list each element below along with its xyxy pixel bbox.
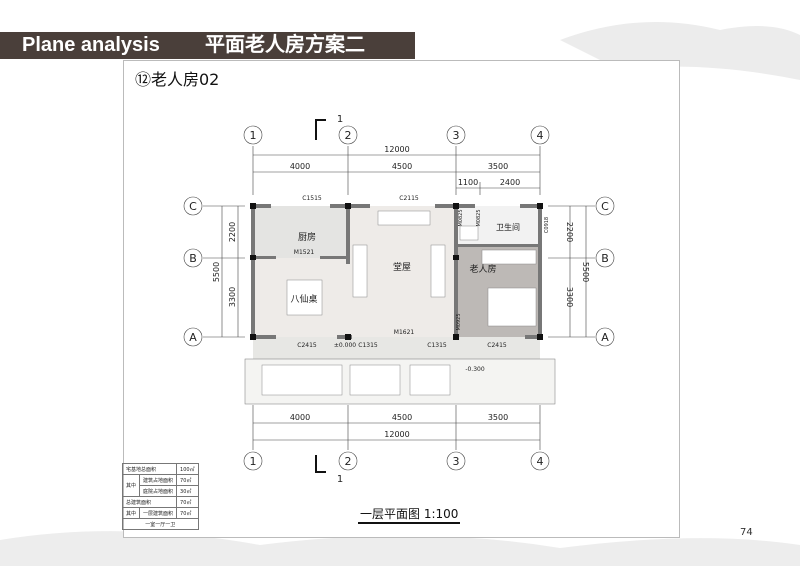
area_table-rows-2-sub-text: 庭院占地面积 (139, 485, 178, 497)
openings-m0825b-text: M0825 (476, 209, 482, 226)
levels-floor-text: ±0.000 (334, 342, 356, 349)
header-bar: Plane analysis 平面老人房方案二 (0, 32, 415, 59)
openings-m1621-text: M1621 (394, 329, 415, 336)
dimensions-side_spans-0-text: 2200 (228, 222, 237, 242)
openings-c2415b-text: C2415 (487, 342, 507, 349)
openings-m1521-text: M1521 (294, 249, 315, 256)
openings-m0925-text: M0925 (456, 313, 462, 330)
axes-horizontal-1-text: B (189, 252, 197, 265)
rooms-elder_room-text: 老人房 (469, 263, 496, 275)
openings-c1515-text: C1515 (302, 195, 322, 202)
drawing-caption: 一层平面图 1:100 (358, 505, 461, 524)
openings-c0918-text: C0918 (544, 217, 550, 233)
axes-horizontal-0-text: A (601, 331, 609, 344)
axes-vertical-1-text: 2 (345, 455, 352, 468)
openings-c2415a-text: C2415 (297, 342, 317, 349)
area_table-rows-1-label-text: 其中 (121, 474, 141, 497)
dimensions-total-text: 12000 (384, 430, 409, 439)
area_table-rows-4-label-text: 其中 (121, 507, 141, 519)
rooms-bathroom-text: 卫生间 (496, 222, 520, 232)
dimensions-spans-2-text: 3500 (488, 162, 508, 171)
area_table-rows-3-value-text: 70㎡ (176, 496, 199, 508)
area_table-rows-4-sub-text: 一层建筑面积 (139, 507, 178, 519)
area_table-rows-3-label-text: 总建筑面积 (121, 496, 178, 508)
axes-horizontal-2-text: C (601, 200, 609, 213)
header-title-en: Plane analysis (22, 34, 160, 56)
dimensions-total-text: 12000 (384, 145, 409, 154)
openings-m0825a-text: M0825 (458, 209, 464, 226)
dimensions-spans-0-text: 4000 (290, 162, 310, 171)
header-title-cn: 平面老人房方案二 (205, 34, 365, 56)
axes-vertical-1-text: 2 (345, 129, 352, 142)
openings-c1315b-text: C1315 (427, 342, 447, 349)
area_table-rows-4-value-text: 70㎡ (176, 507, 199, 519)
dimensions-top_right-0-text: 1100 (458, 178, 478, 187)
openings-c2115-text: C2115 (399, 195, 419, 202)
dimensions-side_spans-0-text: 2200 (565, 222, 574, 242)
dimensions-side_spans-1-text: 3300 (228, 287, 237, 307)
rooms-kitchen-text: 厨房 (298, 231, 316, 243)
area_table-rows-0-value-text: 100㎡ (176, 463, 199, 475)
axes-vertical-3-text: 4 (537, 455, 544, 468)
axes-horizontal-2-text: C (189, 200, 197, 213)
axes-section-text: 1 (337, 114, 343, 125)
axes-horizontal-0-text: A (189, 331, 197, 344)
dimensions-spans-2-text: 3500 (488, 413, 508, 422)
openings-c1315a-text: C1315 (358, 342, 378, 349)
area_table-rows-0-label-text: 宅基地总面积 (121, 463, 178, 475)
dimensions-side_total-text: 5500 (581, 262, 590, 282)
axes-vertical-0-text: 1 (250, 455, 257, 468)
dimensions-spans-1-text: 4500 (392, 413, 412, 422)
axes-vertical-0-text: 1 (250, 129, 257, 142)
axes-vertical-3-text: 4 (537, 129, 544, 142)
rooms-table-text: 八仙桌 (290, 293, 317, 305)
axes-section-text: 1 (337, 474, 343, 485)
dimensions-top_right-1-text: 2400 (500, 178, 520, 187)
levels-yard-text: -0.300 (465, 366, 485, 373)
rooms-hall-text: 堂屋 (393, 261, 411, 273)
kitchen-area (253, 206, 348, 258)
axes-vertical-2-text: 3 (453, 129, 460, 142)
dimensions-spans-0-text: 4000 (290, 413, 310, 422)
dimensions-side_total-text: 5500 (212, 262, 221, 282)
axes-vertical-2-text: 3 (453, 455, 460, 468)
page-number: 74 (740, 527, 753, 538)
dimensions-spans-1-text: 4500 (392, 162, 412, 171)
area_table-rows-5-label-text: 一室一厅一卫 (122, 518, 199, 530)
porch (253, 337, 540, 359)
dimensions-side_spans-1-text: 3300 (565, 287, 574, 307)
plan-title: ⑫老人房02 (135, 70, 220, 89)
area_table-rows-1-sub-text: 建筑占地面积 (139, 474, 178, 486)
axes-horizontal-1-text: B (601, 252, 609, 265)
area_table-rows-1-value-text: 70㎡ (176, 474, 199, 486)
area_table-rows-2-value-text: 30㎡ (176, 485, 199, 497)
